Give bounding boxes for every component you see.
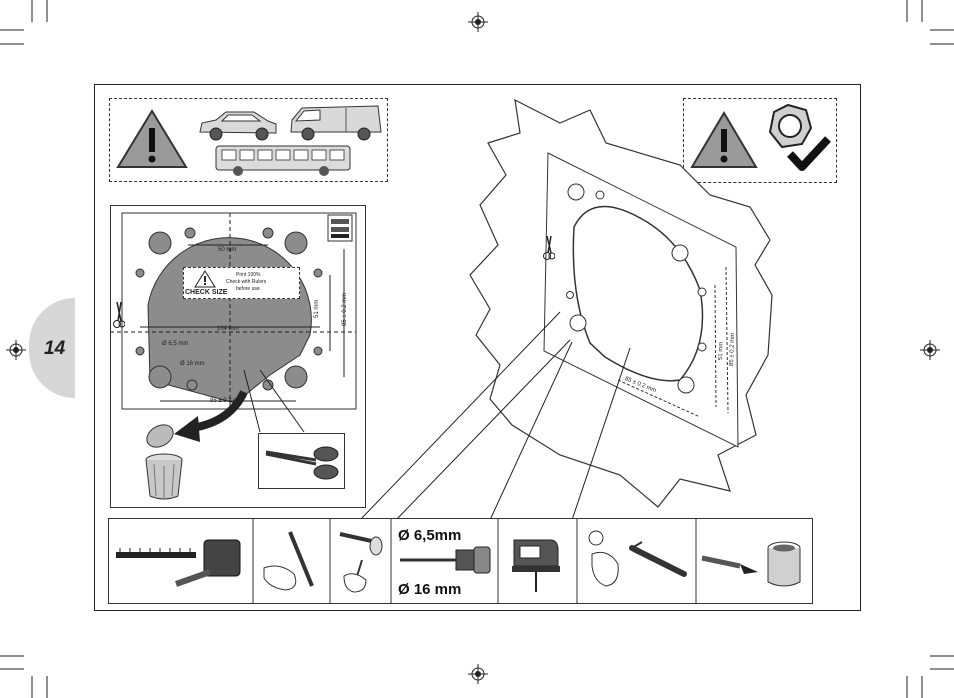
- dimension-51mm: 51 mm: [314, 299, 320, 318]
- dimension-85mm-vertical: 85 ± 0.2 mm: [342, 292, 348, 326]
- warning-triangle-icon: [690, 111, 758, 168]
- van-icon: [290, 105, 382, 141]
- print-note-line-2: Check with Rulers: [226, 279, 267, 285]
- tape-measure-icon: [116, 539, 241, 587]
- scissors-icon: [265, 446, 339, 480]
- dimension-85mm-horizontal: 85 ± 0.2 mm: [210, 398, 244, 404]
- center-punch-icon: [339, 532, 383, 593]
- scissors-icon: [113, 301, 125, 328]
- tool-strip-dividers: [252, 518, 697, 604]
- print-note-line-1: Print 100%: [236, 272, 261, 278]
- check-size-label: CHECK SIZE: [185, 289, 228, 296]
- jigsaw-icon: [512, 539, 560, 592]
- drill-icon: [400, 546, 491, 574]
- panel-dimension-51mm: 51 mm: [718, 341, 725, 361]
- trash-bin-icon: [145, 424, 183, 500]
- check-size-box: [183, 267, 300, 299]
- deburring-tool-icon: [588, 530, 687, 587]
- marker-pen-icon: [263, 531, 314, 591]
- checkmark-icon: [787, 136, 831, 171]
- car-icon: [199, 111, 277, 141]
- illustration-frame: [94, 84, 861, 611]
- panel-dimension-85mm-vertical: 85 ± 0.2 mm: [729, 332, 737, 367]
- drill-size-small: Ø 6,5mm: [398, 527, 462, 544]
- tool-callout-lines: [360, 311, 631, 521]
- vehicle-warning-box: [109, 98, 388, 182]
- scissors-icon: [543, 235, 555, 260]
- drill-size-large: Ø 16 mm: [398, 581, 462, 598]
- warning-triangle-icon: [116, 109, 188, 168]
- page-number: 14: [44, 338, 66, 359]
- registration-mark-icon: [6, 340, 26, 360]
- registration-mark-icon: [468, 12, 488, 32]
- gasket-icon: [768, 103, 813, 149]
- panel-mounting-drawing: [469, 98, 773, 508]
- diameter-small-label: Ø 6,5 mm: [162, 341, 189, 347]
- gasket-check-box: [683, 98, 837, 183]
- discard-arrow: [174, 390, 248, 442]
- dimension-104mm: 104 mm: [217, 326, 239, 332]
- dimension-50mm: 50 mm: [218, 247, 237, 253]
- warning-triangle-icon: [194, 270, 216, 288]
- registration-mark-icon: [468, 664, 488, 684]
- registration-mark-icon: [920, 340, 940, 360]
- paint-can-icon: [701, 541, 801, 587]
- diameter-large-label: Ø 16 mm: [180, 361, 205, 367]
- print-note-line-3: before use.: [236, 286, 262, 292]
- bus-icon: [215, 145, 351, 176]
- callout-lines: [243, 369, 305, 433]
